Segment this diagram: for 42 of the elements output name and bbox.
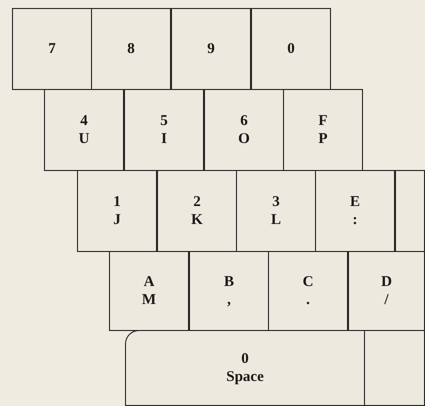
key (91, 8, 171, 90)
key (12, 8, 92, 90)
key (171, 8, 251, 90)
blank-key (395, 170, 425, 252)
key-label: K (191, 211, 203, 229)
key-label: B (224, 273, 234, 291)
key-label: C (302, 273, 314, 291)
key-label: 1 (113, 193, 121, 211)
key-label: . (306, 291, 310, 309)
key-label: O (238, 130, 250, 148)
key-label: A (144, 273, 154, 291)
key-label: E (350, 193, 360, 211)
key-label: : (352, 211, 358, 229)
key-label: 7 (48, 40, 56, 58)
key (44, 89, 124, 171)
key (125, 330, 365, 406)
key-label: , (227, 291, 231, 309)
key (124, 89, 204, 171)
key (77, 170, 157, 252)
key-label: U (78, 130, 90, 148)
key-label: / (384, 291, 389, 309)
key-label: 9 (207, 40, 215, 58)
key-label: I (161, 130, 167, 148)
key-label: 0 (241, 350, 249, 368)
key-label: Space (226, 368, 264, 386)
key-label: F (318, 112, 328, 130)
key-label: M (142, 291, 156, 309)
key-label: 6 (240, 112, 248, 130)
key-label: 0 (287, 40, 295, 58)
key-label: D (381, 273, 392, 291)
key (109, 251, 189, 331)
key-label: J (113, 211, 121, 229)
key-label: 2 (193, 193, 201, 211)
key-label: P (318, 130, 328, 148)
key-label: 5 (160, 112, 168, 130)
key-label: 8 (127, 40, 135, 58)
key (251, 8, 331, 90)
blank-key (364, 330, 425, 406)
key (348, 251, 425, 331)
key-label: L (270, 211, 281, 229)
key-label: 3 (272, 193, 280, 211)
key-label: 4 (80, 112, 88, 130)
